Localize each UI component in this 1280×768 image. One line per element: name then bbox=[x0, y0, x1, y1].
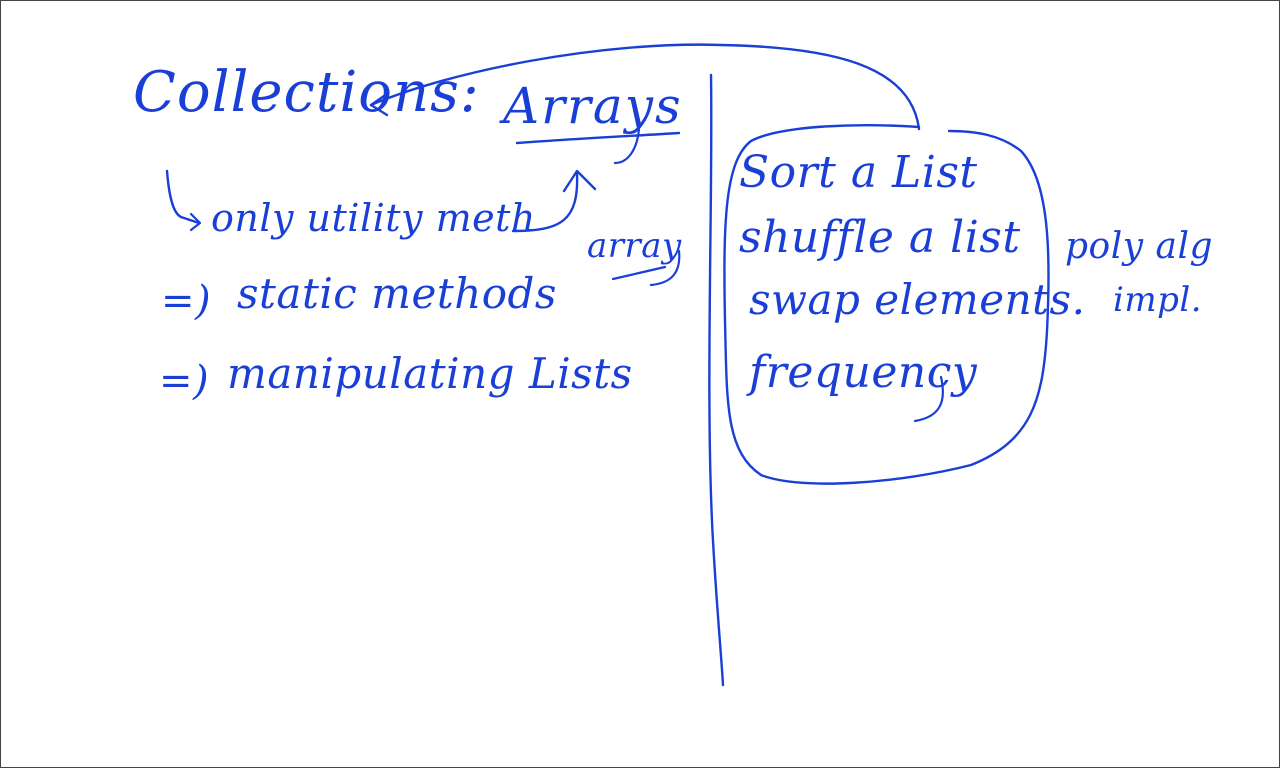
shuffle-list-note: shuffle a list bbox=[739, 212, 1021, 263]
frequency-note: frequency bbox=[749, 347, 978, 398]
only-utility-note: only utility meth bbox=[211, 196, 536, 240]
curved-arrow-to-arrays bbox=[511, 171, 579, 233]
array-underline bbox=[611, 265, 667, 281]
array-y-tail bbox=[649, 249, 681, 287]
collections-heading: Collections: bbox=[133, 60, 480, 125]
poly-alg-note: poly alg bbox=[1065, 226, 1214, 267]
sort-list-note: Sort a List bbox=[739, 147, 978, 198]
arrays-heading: Arrays bbox=[503, 77, 683, 135]
curved-arrowhead bbox=[562, 169, 597, 193]
frequency-tail bbox=[913, 375, 945, 423]
hook-arrowhead bbox=[189, 212, 202, 232]
static-methods-note: static methods bbox=[237, 269, 557, 318]
arrays-y-hook bbox=[613, 127, 641, 165]
vertical-divider-line bbox=[708, 73, 725, 687]
arc-connector bbox=[369, 43, 921, 131]
hook-arrow bbox=[165, 169, 201, 225]
operations-box bbox=[723, 124, 1050, 485]
implies-symbol: =) bbox=[161, 278, 212, 324]
impl-note: impl. bbox=[1113, 280, 1203, 320]
swap-elements-note: swap elements. bbox=[749, 275, 1086, 324]
arrowhead-left bbox=[369, 94, 389, 117]
array-note: array bbox=[587, 226, 682, 266]
arrays-underline bbox=[515, 131, 681, 145]
implies-symbol: =) bbox=[159, 358, 210, 404]
manipulating-lists-note: manipulating Lists bbox=[227, 349, 633, 398]
